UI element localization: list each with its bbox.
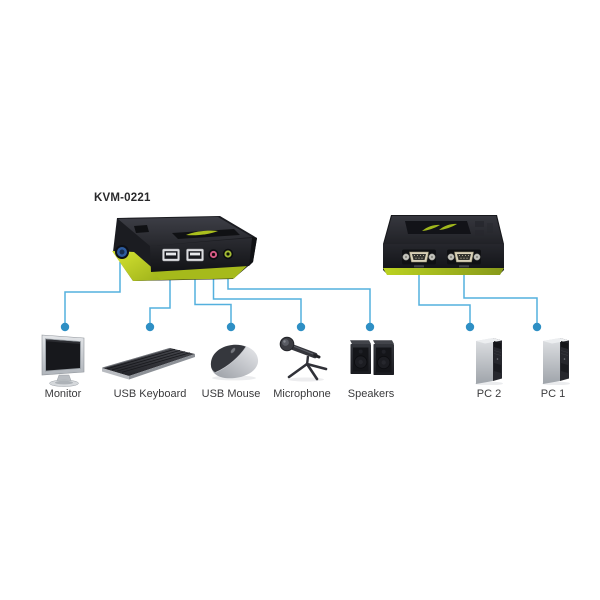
wire-pc1 <box>463 258 538 327</box>
monitor-icon <box>41 334 85 387</box>
speakers-icon <box>350 340 394 375</box>
mic-jack-icon <box>208 249 219 260</box>
product-title: KVM-0221 <box>94 192 151 204</box>
wire-dot-pc1 <box>532 322 542 332</box>
device-label-pc-2: PC 2 <box>476 388 502 400</box>
vga-port-pc1-icon <box>447 249 481 268</box>
usb-port-2-icon <box>186 248 204 262</box>
wire-dot-monitor <box>60 322 70 332</box>
green-accent-wedge <box>112 251 164 281</box>
wire-usb-mouse <box>194 256 232 327</box>
device-label-monitor: Monitor <box>44 388 82 400</box>
console-port-icon <box>115 245 129 259</box>
wire-dot-speakers <box>365 322 375 332</box>
brand-emblem <box>134 225 149 233</box>
pc-tower-icon <box>542 338 570 385</box>
wire-dot-usb-keyboard <box>145 322 155 332</box>
wire-pc2 <box>418 258 471 327</box>
device-label-usb-mouse: USB Mouse <box>201 388 261 400</box>
mouse-icon <box>210 344 259 381</box>
pc-tower-icon <box>475 338 503 385</box>
logo-swoosh <box>422 224 440 231</box>
device-label-microphone: Microphone <box>273 388 331 400</box>
wire-monitor <box>64 262 121 327</box>
keyboard-icon <box>102 347 195 380</box>
device-label-speakers: Speakers <box>347 388 395 400</box>
speaker-jack-icon <box>222 248 234 260</box>
vga-port-pc2-icon <box>402 249 436 268</box>
kvm-switch-front-icon <box>112 216 257 281</box>
wire-dot-pc2 <box>465 322 475 332</box>
kvm-switch-rear-icon <box>383 215 504 275</box>
logo-swoosh <box>186 230 218 236</box>
wire-dot-microphone <box>296 322 306 332</box>
usb-port-1-icon <box>162 248 180 262</box>
wire-dot-usb-mouse <box>226 322 236 332</box>
microphone-icon <box>279 336 328 382</box>
device-label-usb-keyboard: USB Keyboard <box>113 388 187 400</box>
logo-swoosh <box>439 223 457 230</box>
wire-usb-keyboard <box>149 256 171 327</box>
device-label-pc-1: PC 1 <box>540 388 566 400</box>
